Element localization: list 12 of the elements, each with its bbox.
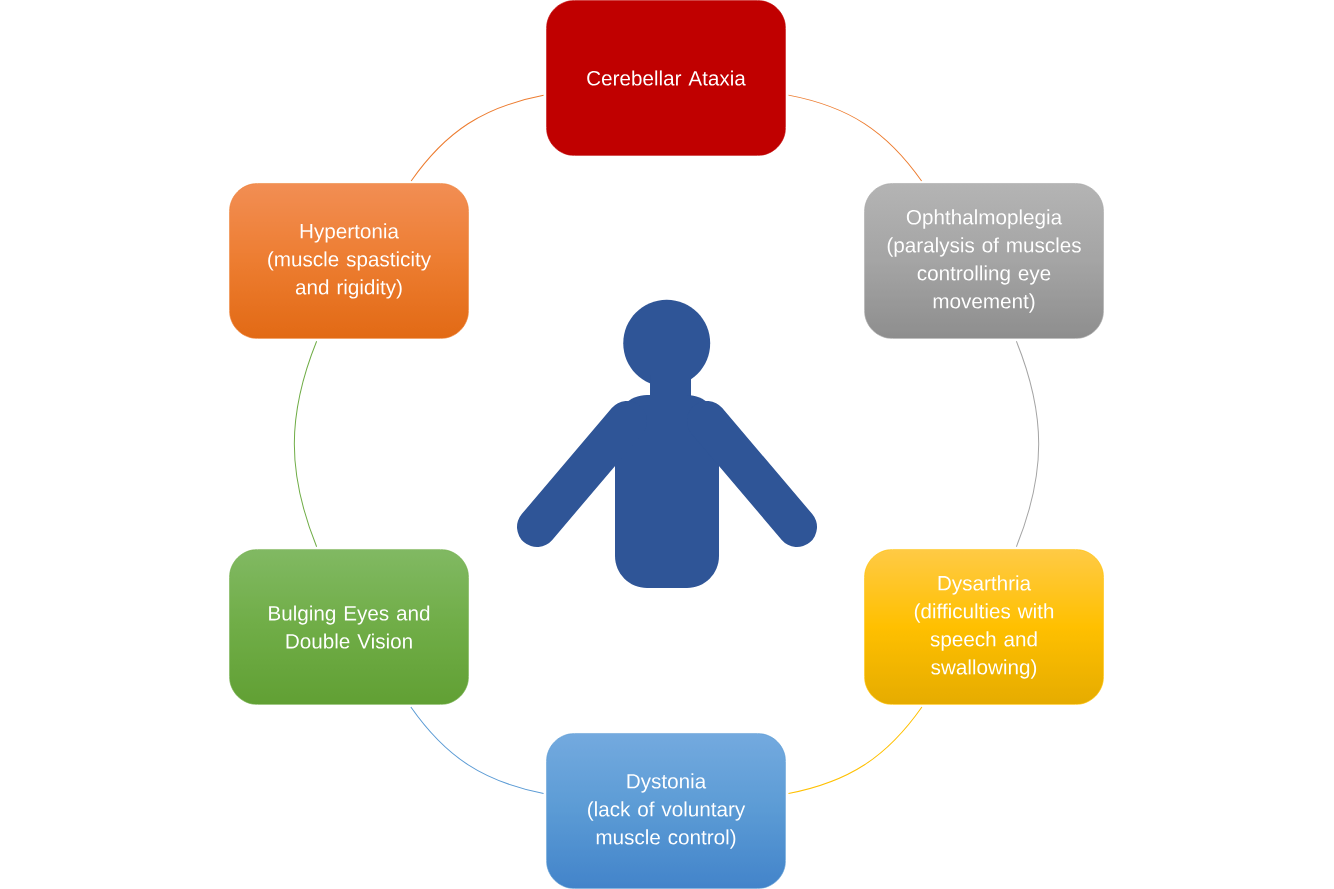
connector-arc [787, 706, 923, 795]
connector-arc [293, 340, 318, 548]
symptom-box: Bulging Eyes and Double Vision [229, 549, 469, 705]
symptom-box: Hypertonia (muscle spasticity and rigidity) [229, 183, 469, 339]
connector-arc [787, 94, 923, 182]
symptom-box: Dystonia (lack of voluntary muscle control) [546, 733, 786, 889]
connector-arc [410, 94, 545, 182]
connector-arc [1015, 340, 1040, 548]
symptom-box: Cerebellar Ataxia [546, 0, 786, 156]
symptom-box: Ophthalmoplegia (paralysis of muscles controlling eye movement) [864, 183, 1104, 339]
symptom-box: Dysarthria (difficulties with speech and swallowing) [864, 549, 1104, 705]
connector-arc [410, 706, 545, 794]
